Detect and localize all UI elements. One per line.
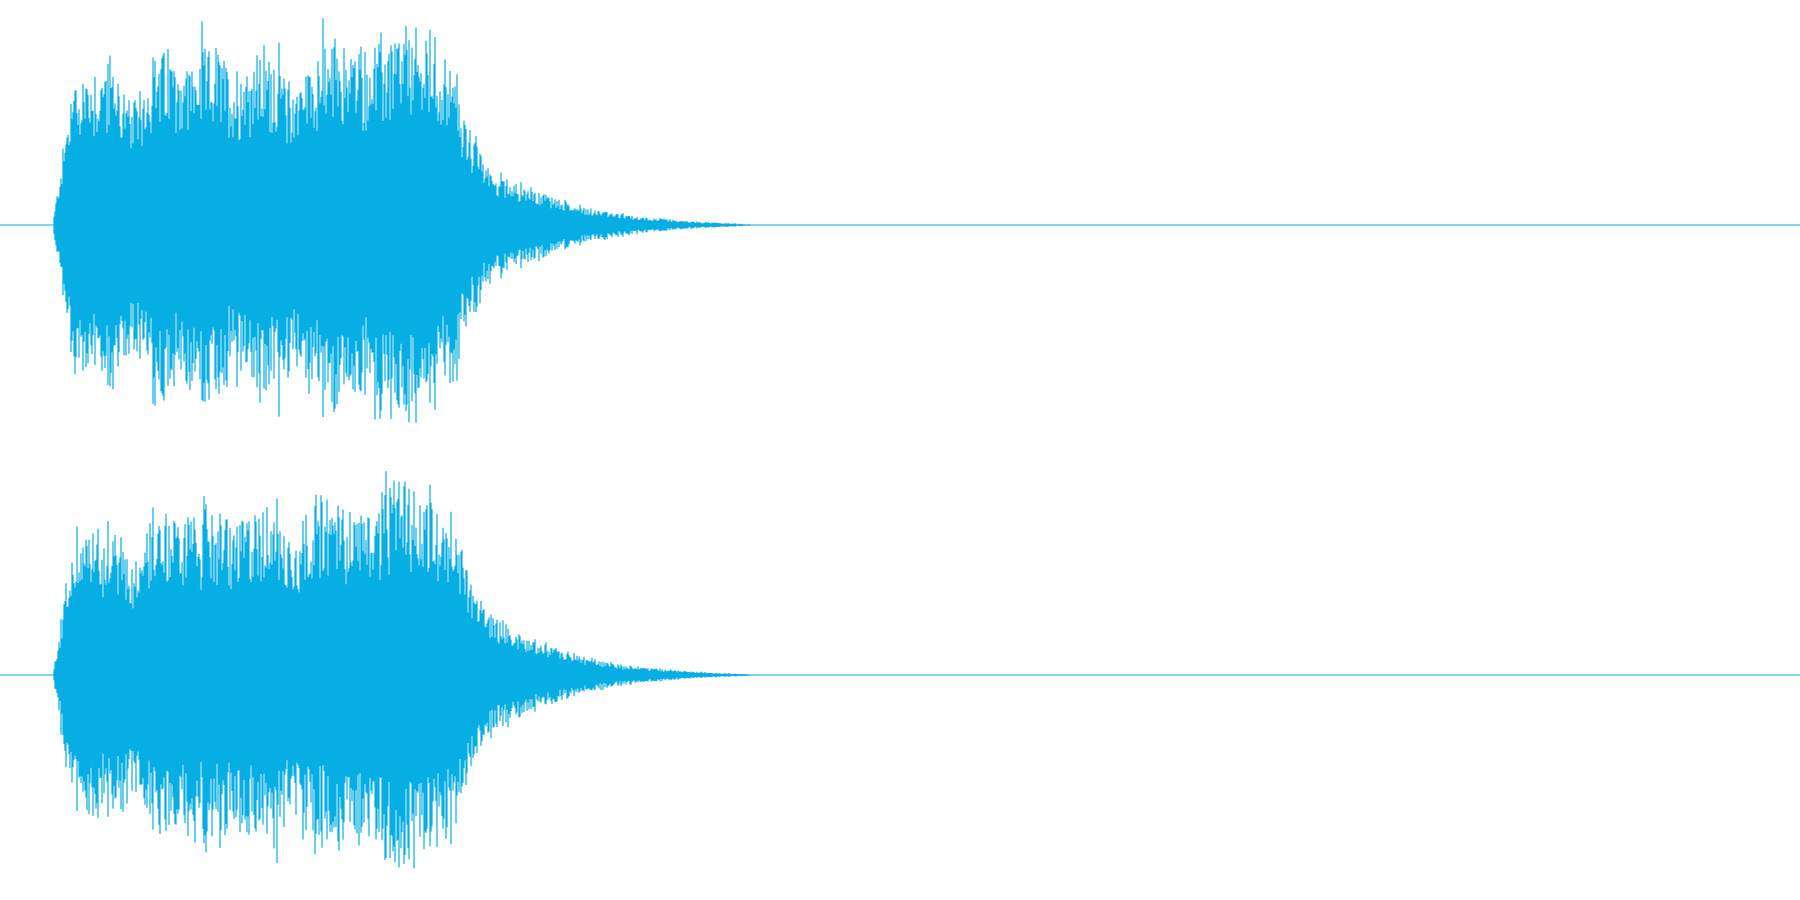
channel-left[interactable] bbox=[0, 0, 1800, 450]
waveform-path bbox=[53, 18, 765, 423]
channel-right-waveform bbox=[0, 471, 1800, 869]
waveform-path bbox=[53, 471, 764, 869]
channel-right[interactable] bbox=[0, 450, 1800, 900]
channel-left-waveform bbox=[0, 18, 1800, 423]
